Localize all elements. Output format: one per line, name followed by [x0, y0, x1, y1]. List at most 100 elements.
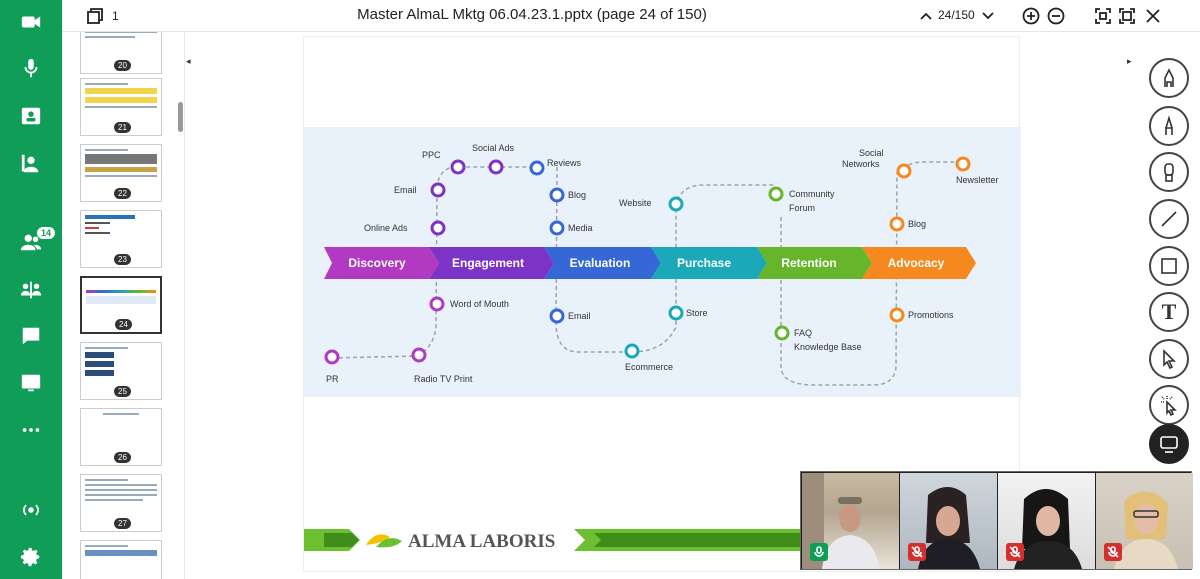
settings-button[interactable]: [0, 537, 62, 577]
left-toolbar: 14: [0, 0, 62, 579]
add-user-button[interactable]: [0, 96, 62, 136]
microphone-button[interactable]: [0, 48, 62, 88]
video-tile[interactable]: [1096, 473, 1193, 569]
breakout-rooms-button[interactable]: [0, 270, 62, 310]
line-tool[interactable]: [1149, 199, 1189, 239]
touchpoint-label: PPC: [422, 150, 441, 160]
stage-arrow-retention: [757, 247, 872, 279]
stage-label: Purchase: [677, 256, 731, 270]
screen-share-button[interactable]: [0, 363, 62, 403]
microphone-muted-icon: [1009, 546, 1021, 558]
pointer-tool[interactable]: [1149, 339, 1189, 379]
thumbnail-number: 25: [114, 386, 131, 397]
thumbnail-scrollbar[interactable]: [178, 102, 183, 132]
thumbnail-page[interactable]: 27: [80, 474, 162, 532]
video-tile[interactable]: [900, 473, 997, 569]
touchpoint-label: Promotions: [908, 310, 954, 320]
participants-icon: [20, 234, 42, 251]
rectangle-tool[interactable]: [1149, 246, 1189, 286]
zoom-out-icon[interactable]: [1047, 7, 1065, 25]
touchpoint-label: Social: [859, 148, 884, 158]
thumbnail-page[interactable]: 25: [80, 342, 162, 400]
node: [896, 163, 912, 179]
fullscreen-icon[interactable]: [1118, 7, 1136, 25]
footer-stripe-left-dark: [324, 533, 359, 547]
touchpoint-label: Media: [568, 223, 593, 233]
brush-tool[interactable]: [1149, 106, 1189, 146]
node: [411, 347, 427, 363]
broadcast-button[interactable]: [0, 490, 62, 530]
pen-tool[interactable]: [1149, 58, 1189, 98]
participants-button[interactable]: 14: [0, 222, 62, 262]
chat-icon: [22, 327, 40, 345]
close-icon[interactable]: [1144, 7, 1162, 25]
touchpoint-label: FAQ: [794, 328, 812, 338]
thumbnail-page[interactable]: 22: [80, 144, 162, 202]
touchpoint-labels: PPC Social Ads Reviews Email Blog Online…: [326, 143, 999, 384]
microphone-muted-icon: [1107, 546, 1119, 558]
chat-button[interactable]: [0, 316, 62, 356]
text-tool[interactable]: T: [1149, 292, 1189, 332]
chevron-down-icon[interactable]: [980, 8, 996, 24]
touchpoint-label: PR: [326, 374, 339, 384]
highlighter-tool[interactable]: [1149, 152, 1189, 192]
more-button[interactable]: [0, 410, 62, 450]
video-strip: [800, 471, 1193, 570]
chevron-up-icon[interactable]: [918, 8, 934, 24]
touchpoint-label: Knowledge Base: [794, 342, 862, 352]
thumbnail-page-active[interactable]: 24: [80, 276, 162, 334]
node: [549, 187, 565, 203]
highlighter-icon: [1164, 163, 1174, 182]
stage-label: Engagement: [452, 256, 524, 270]
node: [549, 220, 565, 236]
thumbnail-page[interactable]: 20: [80, 32, 162, 74]
laser-pointer-tool[interactable]: [1149, 385, 1189, 425]
broadcast-icon: [23, 504, 39, 516]
touchpoint-label: Blog: [908, 219, 926, 229]
node: [889, 216, 905, 232]
touchpoint-label: Networks: [842, 159, 880, 169]
thumbnail-page[interactable]: 21: [80, 78, 162, 136]
camera-button[interactable]: [0, 2, 62, 42]
stage-arrow-discovery: [324, 247, 439, 279]
participant-video: [918, 487, 980, 569]
video-tile[interactable]: [998, 473, 1095, 569]
node: [430, 182, 446, 198]
node: [429, 296, 445, 312]
add-user-icon: [21, 107, 41, 125]
thumbnail-content: [86, 290, 156, 307]
mic-status: [908, 543, 926, 561]
stage-arrow-advocacy: [862, 247, 976, 279]
stage-band: Discovery Engagement Evaluation Purchase…: [324, 247, 976, 279]
annotation-toolbar: T: [1140, 52, 1200, 482]
breakout-icon: [20, 281, 42, 299]
node: [768, 186, 784, 202]
collapse-tools-icon[interactable]: ▸: [1127, 56, 1132, 66]
node: [488, 159, 504, 175]
fit-page-icon[interactable]: [1094, 7, 1112, 25]
thumbnail-number: 22: [114, 188, 131, 199]
contacts-button[interactable]: [0, 144, 62, 184]
touchpoint-label: Community: [789, 189, 835, 199]
thumbnail-page[interactable]: 26: [80, 408, 162, 466]
stage-label: Discovery: [348, 256, 406, 270]
stage-label: Evaluation: [570, 256, 631, 270]
video-tile[interactable]: [802, 473, 899, 569]
screen-share-icon: [21, 374, 41, 392]
whiteboard-tool[interactable]: [1149, 424, 1189, 464]
thumbnail-page[interactable]: 23: [80, 210, 162, 268]
document-title: Master AlmaL Mktg 06.04.23.1.pptx (page …: [357, 6, 707, 23]
thumbnail-page[interactable]: [80, 540, 162, 579]
thumbnail-content: [85, 545, 157, 559]
laser-pointer-icon: [1161, 396, 1177, 416]
node: [549, 308, 565, 324]
video-camera-icon: [21, 16, 41, 28]
thumbnail-content: [85, 83, 157, 111]
more-icon: [22, 428, 40, 432]
zoom-in-icon[interactable]: [1022, 7, 1040, 25]
thumbnail-content: [85, 32, 157, 41]
collapse-thumbnails-icon[interactable]: ◂: [186, 56, 191, 66]
windows-icon[interactable]: [86, 7, 104, 25]
thumbnail-number: 27: [114, 518, 131, 529]
